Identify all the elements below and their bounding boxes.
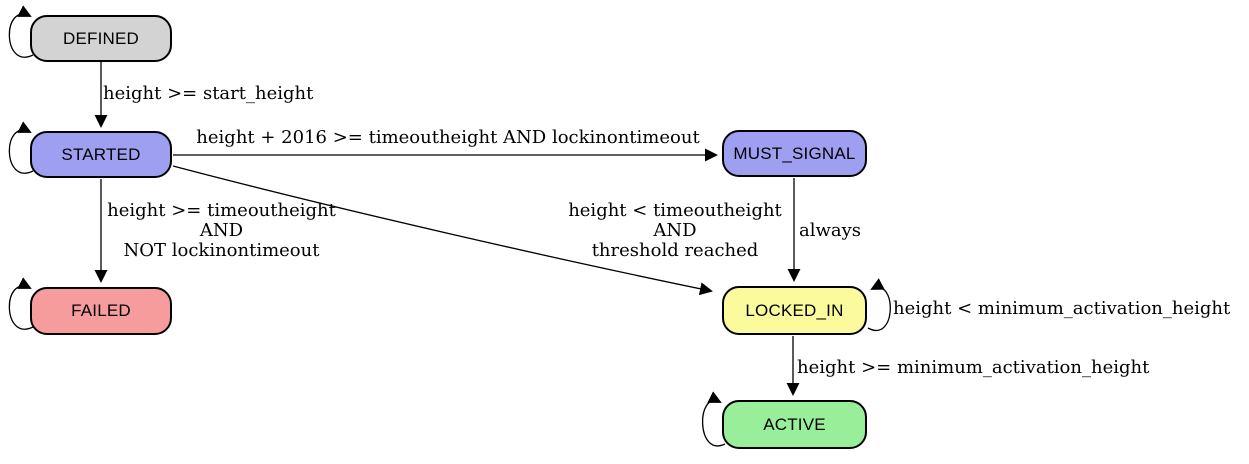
self-loop-defined (8, 5, 34, 58)
edge-label-line: AND (199, 220, 244, 241)
self-loop-failed (8, 277, 34, 330)
edge-label-line: NOT lockinontimeout (123, 240, 320, 261)
self-loop-active (701, 391, 726, 447)
state-label-locked-in: LOCKED_IN (745, 300, 844, 320)
edge-started-to-locked-in (172, 165, 713, 296)
edge-label-line: threshold reached (591, 240, 759, 261)
state-label-started: STARTED (61, 144, 141, 164)
self-loop-started (8, 121, 34, 174)
state-label-defined: DEFINED (62, 28, 140, 48)
state-node-locked-in: LOCKED_IN (722, 286, 867, 335)
edge-label-line: height < timeoutheight (568, 200, 782, 221)
edge-label-defined-started: height >= start_height (103, 83, 314, 104)
state-node-started: STARTED (30, 131, 172, 178)
state-node-active: ACTIVE (722, 400, 867, 449)
edge-label-started-locked-in: height < timeoutheight AND threshold rea… (555, 201, 795, 261)
state-label-failed: FAILED (71, 301, 131, 320)
state-label-active: ACTIVE (763, 414, 826, 434)
state-label-must-signal: MUST_SIGNAL (733, 143, 856, 163)
edge-label-must-signal-locked-in: always (799, 220, 862, 241)
state-node-must-signal: MUST_SIGNAL (722, 130, 867, 177)
edge-label-started-failed: height >= timeoutheight AND NOT lockinon… (100, 201, 343, 261)
state-node-failed: FAILED (30, 287, 172, 335)
edge-label-line: AND (653, 220, 697, 241)
edge-label-line: height >= timeoutheight (107, 200, 336, 221)
edge-label-locked-in-active: height >= minimum_activation_height (797, 357, 1150, 378)
state-node-defined: DEFINED (30, 15, 172, 62)
self-loop-locked-in (867, 278, 891, 331)
edge-label-locked-in-self: height < minimum_activation_height (893, 298, 1231, 319)
edge-label-started-must-signal: height + 2016 >= timeoutheight AND locki… (196, 127, 700, 148)
